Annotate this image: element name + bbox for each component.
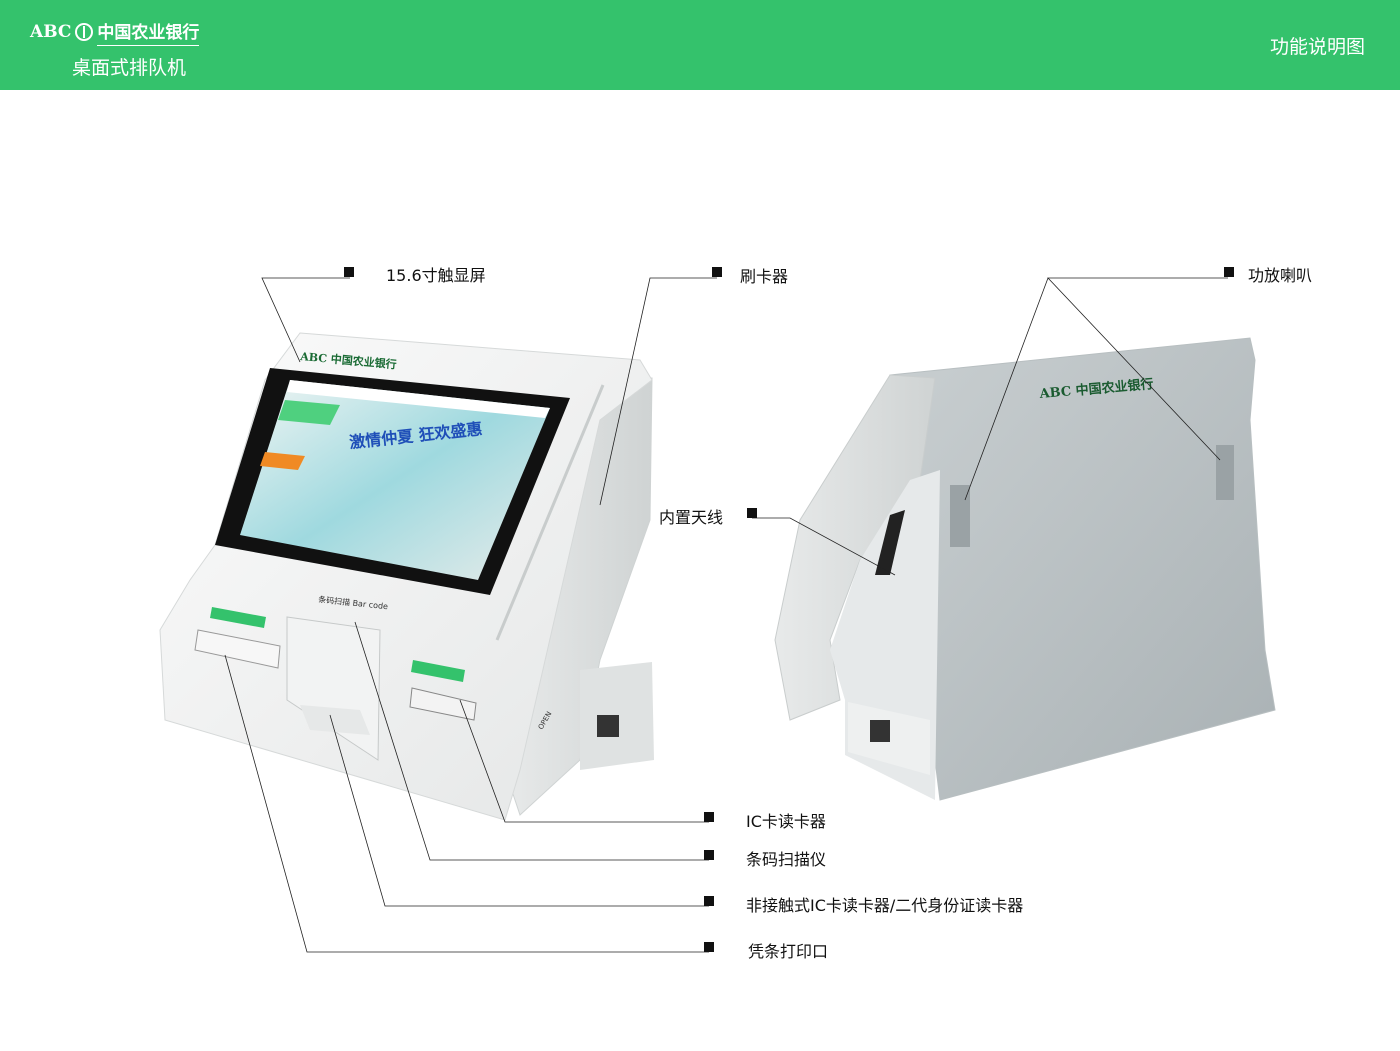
abc-logo: ABC 中国农业银行	[30, 18, 200, 46]
card-swipe-slot	[495, 384, 605, 641]
leader-lines	[224, 277, 1228, 953]
contactless-pad	[300, 705, 370, 735]
logo-chinese: 中国农业银行	[97, 18, 200, 46]
callout-markers	[344, 267, 1234, 952]
rear-kiosk: ABC 中国农业银行	[774, 337, 1276, 801]
touchscreen-display	[240, 380, 550, 580]
receipt-printer-slot	[194, 629, 281, 669]
speaker-grille-right	[1216, 445, 1234, 500]
callout-contactless-reader: 非接触式IC卡读卡器/二代身份证读卡器	[746, 896, 1024, 915]
callout-speaker: 功放喇叭	[1248, 266, 1313, 285]
callout-receipt-printer: 凭条打印口	[748, 942, 829, 961]
callout-ic-reader: IC卡读卡器	[746, 812, 826, 831]
product-name: 桌面式排队机	[72, 57, 187, 79]
antenna-window	[875, 510, 905, 575]
speaker-grille-left	[950, 485, 970, 547]
header-bar: ABC 中国农业银行 桌面式排队机 功能说明图	[0, 0, 1400, 90]
page-type: 功能说明图	[1269, 36, 1365, 58]
callout-screen: 15.6寸触显屏	[386, 266, 486, 285]
logo-latin: ABC	[30, 22, 72, 42]
front-kiosk: 激情仲夏 狂欢盛惠 ABC 中国农业银行 条码扫描 Bar code OPEN	[159, 332, 654, 821]
callout-barcode-scanner: 条码扫描仪	[746, 850, 827, 869]
abc-emblem-icon	[75, 23, 94, 41]
callout-card-swipe: 刷卡器	[740, 267, 789, 286]
ic-card-slot	[409, 687, 477, 721]
power-socket	[597, 715, 619, 737]
callout-antenna: 内置天线	[659, 508, 724, 527]
